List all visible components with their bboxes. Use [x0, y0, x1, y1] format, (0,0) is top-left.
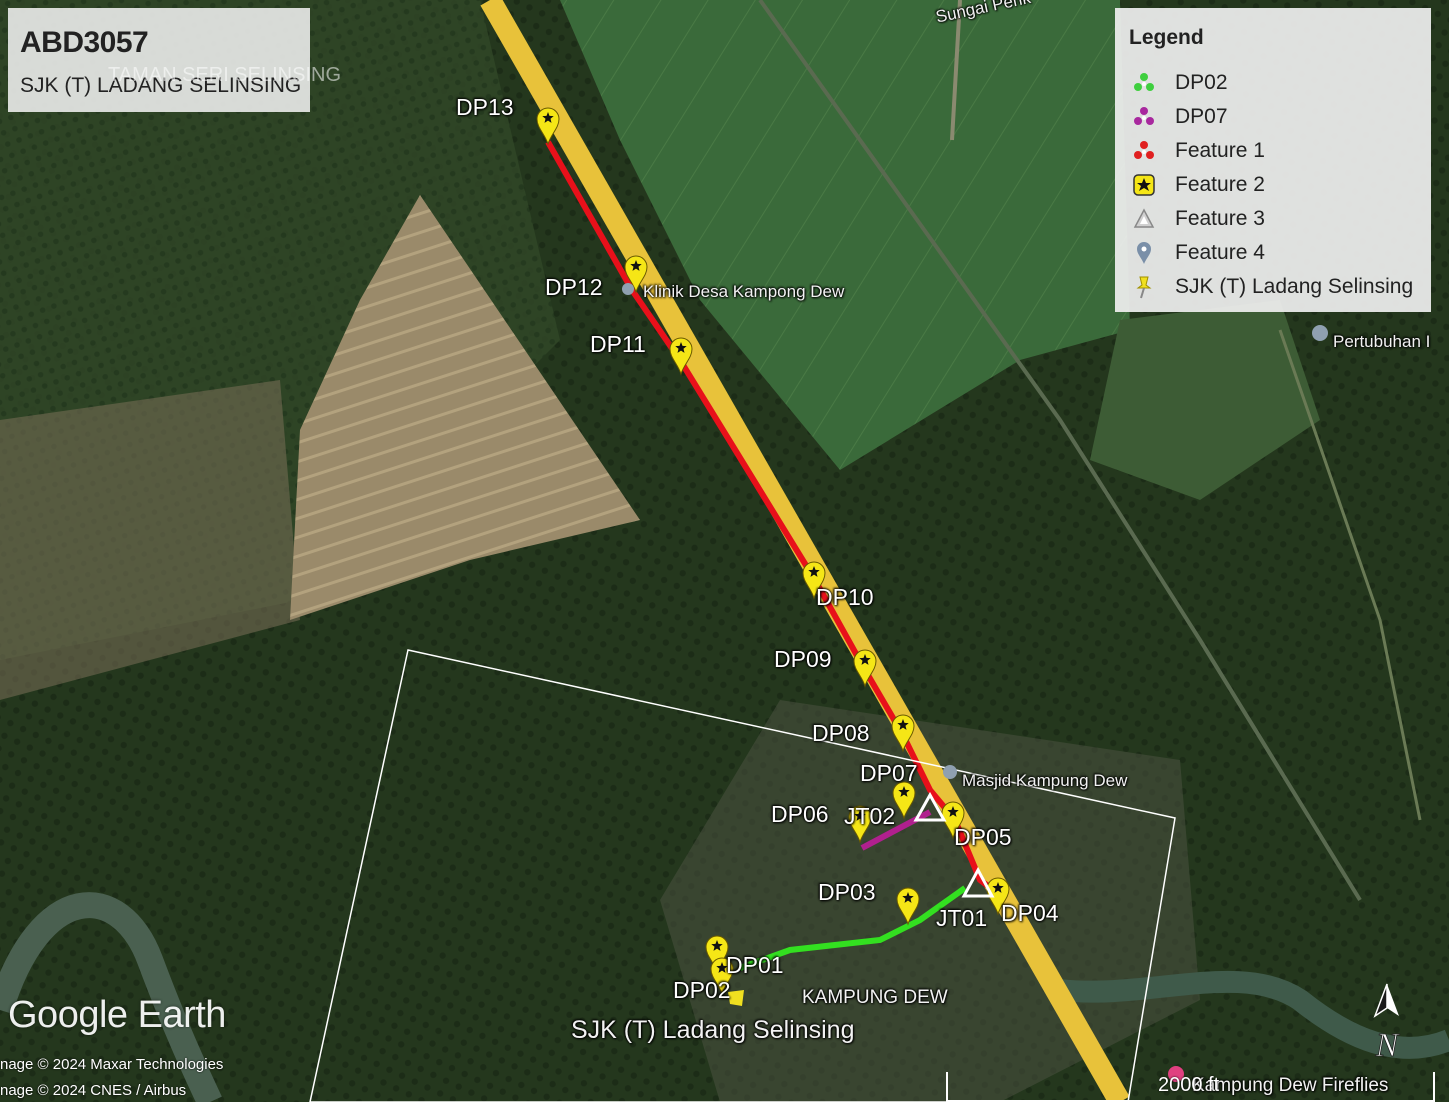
label-dp01: DP01 — [726, 952, 784, 978]
label-dp06: DP06 — [771, 801, 829, 827]
label-dp13: DP13 — [456, 94, 514, 120]
place-taman: TAMAN SERI SELINSING — [108, 64, 342, 86]
boundary-outline — [309, 649, 1176, 1102]
map-pin-icon — [1137, 242, 1151, 264]
place-pertubuhan: Pertubuhan I — [1333, 332, 1431, 351]
star-icon — [854, 810, 866, 821]
north-label: N — [1375, 1027, 1401, 1062]
legend-item: Feature 1 — [1131, 136, 1265, 166]
star-icon — [902, 892, 914, 903]
masjid-pin[interactable] — [943, 765, 957, 779]
marker-dp09[interactable] — [853, 649, 877, 688]
label-dp11: DP11 — [590, 331, 646, 357]
imagery-credit-2: nage © 2024 CNES / Airbus — [0, 1082, 187, 1099]
marker-dp12[interactable] — [624, 255, 648, 294]
marker-dp03[interactable] — [896, 887, 920, 926]
legend-item: DP07 — [1131, 102, 1228, 132]
star-icon — [897, 719, 909, 730]
label-dp10: DP10 — [816, 584, 874, 610]
marker-dp05[interactable] — [941, 801, 965, 840]
legend-item-label: Feature 3 — [1175, 207, 1265, 230]
scale-bar — [946, 1072, 1435, 1102]
pertubuhan-pin[interactable] — [1312, 325, 1328, 341]
marker-dp02[interactable] — [710, 957, 734, 996]
marker-jt02[interactable] — [848, 805, 872, 844]
marker-dp10[interactable] — [802, 561, 826, 600]
label-dp05: DP05 — [954, 824, 1012, 850]
triangle-marker-jt01[interactable] — [961, 866, 995, 898]
label-jt02: JT02 — [844, 803, 896, 829]
label-dp04: DP04 — [1001, 900, 1059, 926]
marker-dp07[interactable] — [892, 781, 916, 820]
place-masjid: Masjid Kampung Dew — [962, 771, 1128, 790]
site-name: SJK (T) LADANG SELINSING — [20, 74, 302, 97]
main-road — [480, 0, 1130, 1102]
place-klinik: Klinik Desa Kampong Dew — [643, 282, 845, 301]
site-code: ABD3057 — [20, 26, 149, 59]
legend-item-label: DP07 — [1175, 105, 1228, 128]
route-line-main — [545, 140, 1002, 898]
star-icon — [675, 342, 687, 353]
legend-item-label: DP02 — [1175, 71, 1228, 94]
legend-item-label: Feature 1 — [1175, 139, 1265, 162]
red-cluster-icon — [1134, 141, 1154, 159]
star-icon — [947, 806, 959, 817]
paddy-fields — [560, 0, 1130, 470]
star-square-icon — [1133, 174, 1155, 196]
imagery-credit-1: nage © 2024 Maxar Technologies — [0, 1056, 224, 1073]
legend-item-label: Feature 2 — [1175, 173, 1265, 196]
pushpin-icon — [1136, 276, 1152, 299]
label-dp12: DP12 — [545, 274, 603, 300]
label-dp07: DP07 — [860, 760, 918, 786]
marker-dp11[interactable] — [669, 337, 693, 376]
label-dp09: DP09 — [774, 646, 832, 672]
marker-dp08[interactable] — [891, 714, 915, 753]
place-school: SJK (T) Ladang Selinsing — [571, 1016, 855, 1044]
legend-item: DP02 — [1131, 68, 1228, 98]
green-cluster-icon — [1134, 73, 1154, 91]
purple-cluster-icon — [1134, 107, 1154, 125]
star-icon — [808, 566, 820, 577]
label-dp08: DP08 — [812, 720, 870, 746]
marker-dp01[interactable] — [705, 935, 729, 974]
star-icon — [898, 786, 910, 797]
legend-item: Feature 2 — [1131, 170, 1265, 200]
klinik-pin[interactable] — [622, 283, 634, 295]
legend-title: Legend — [1129, 26, 1204, 49]
legend-item-label: Feature 4 — [1175, 241, 1265, 264]
legend-item-label: SJK (T) Ladang Selinsing — [1175, 275, 1414, 298]
label-dp03: DP03 — [818, 879, 876, 905]
star-icon — [542, 112, 554, 123]
fireflies-pin[interactable] — [1168, 1066, 1184, 1082]
school-pushpin[interactable] — [728, 990, 744, 1006]
star-icon — [859, 654, 871, 665]
marker-dp13[interactable] — [536, 107, 560, 146]
route-line-green — [738, 885, 967, 971]
title-panel: ABD3057 SJK (T) LADANG SELINSING — [8, 8, 310, 112]
star-icon — [716, 962, 728, 973]
river — [0, 892, 222, 1102]
place-fireflies: Kampung Dew Fireflies — [1192, 1075, 1389, 1096]
star-icon — [711, 940, 723, 951]
star-icon — [630, 260, 642, 271]
star-icon — [992, 882, 1004, 893]
legend-item: Feature 4 — [1131, 238, 1265, 268]
scale-label: 2000 ft — [1158, 1074, 1220, 1096]
google-earth-logo: Google Earth — [8, 994, 226, 1036]
triangle-icon — [1133, 208, 1155, 228]
cleared-plot — [290, 195, 640, 620]
label-jt01: JT01 — [936, 905, 988, 931]
triangle-marker-jt02[interactable] — [913, 791, 947, 822]
place-kampung: KAMPUNG DEW — [802, 987, 948, 1008]
marker-dp04[interactable] — [986, 877, 1010, 916]
label-dp02: DP02 — [673, 977, 731, 1003]
legend-item: SJK (T) Ladang Selinsing — [1131, 272, 1413, 302]
north-arrow-icon[interactable]: N — [1366, 982, 1408, 1062]
legend-item: Feature 3 — [1131, 204, 1265, 234]
